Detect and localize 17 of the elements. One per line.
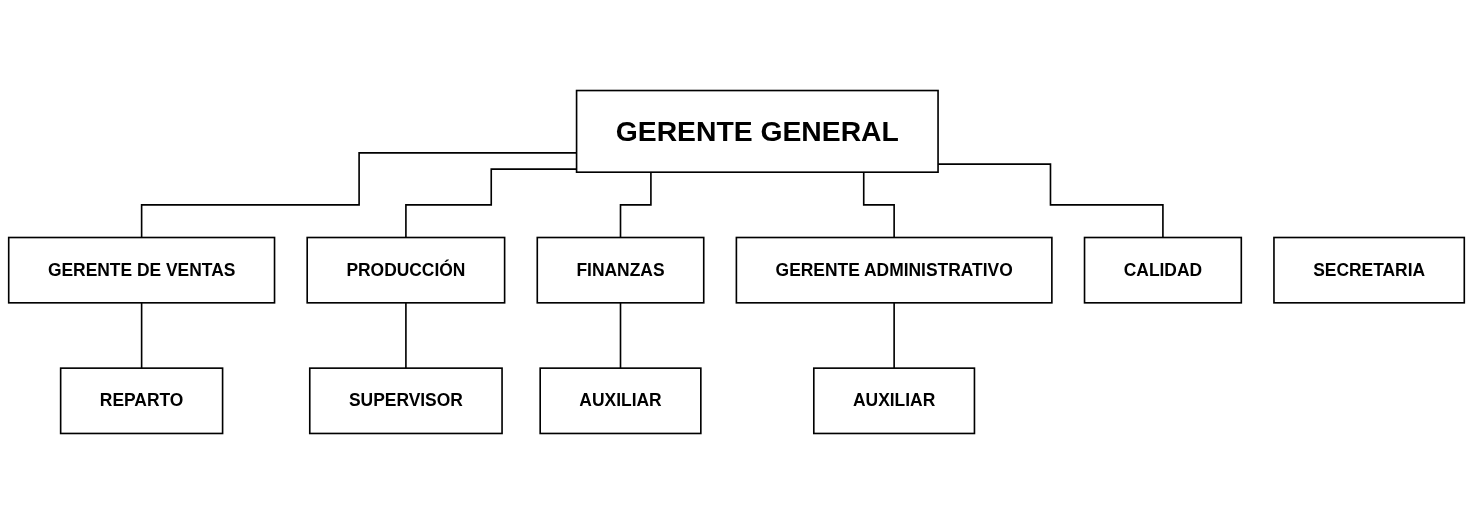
node-box: GERENTE ADMINISTRATIVO bbox=[735, 236, 1053, 304]
connector bbox=[893, 302, 895, 369]
node-box: SECRETARIA bbox=[1273, 236, 1466, 304]
node-box: PRODUCCIÓN bbox=[306, 236, 506, 304]
node-box: GERENTE DE VENTAS bbox=[7, 236, 276, 304]
node-box: SUPERVISOR bbox=[308, 367, 503, 435]
connector bbox=[405, 168, 578, 239]
node-box: AUXILIAR bbox=[539, 367, 702, 435]
connector bbox=[405, 302, 407, 369]
node-box: CALIDAD bbox=[1083, 236, 1243, 304]
node-box: FINANZAS bbox=[536, 236, 705, 304]
node-box: AUXILIAR bbox=[813, 367, 976, 435]
connector bbox=[140, 302, 143, 369]
node-box: REPARTO bbox=[59, 367, 224, 435]
node-box: GERENTE GENERAL bbox=[575, 89, 939, 173]
connector bbox=[140, 152, 578, 239]
connector bbox=[619, 302, 622, 369]
